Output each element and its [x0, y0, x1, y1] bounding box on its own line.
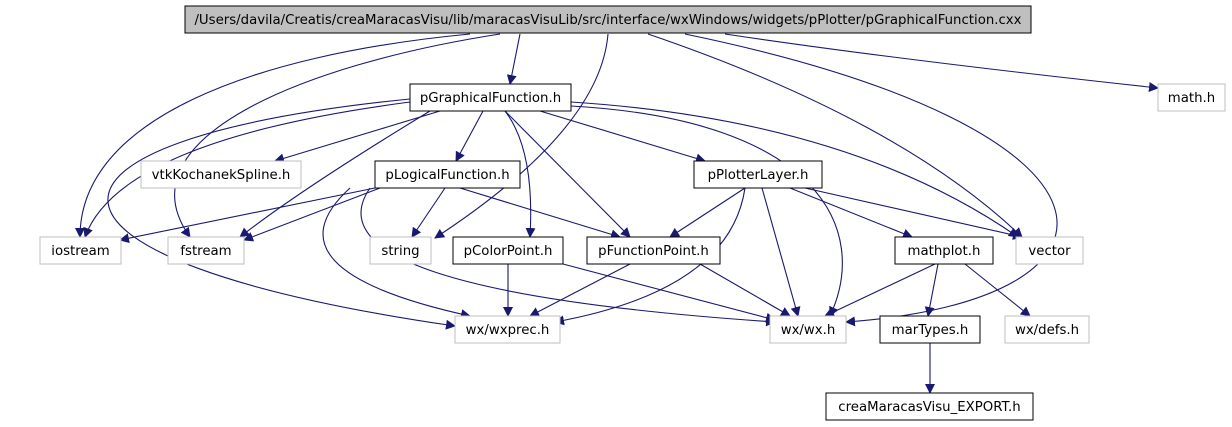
node-ppl[interactable]: pPlotterLayer.h: [693, 160, 823, 189]
node-label: pLogicalFunction.h: [385, 168, 509, 183]
node-box: [825, 392, 1034, 421]
node-box: [693, 160, 823, 189]
node-root[interactable]: /Users/davila/Creatis/creaMaracasVisu/li…: [184, 5, 1032, 34]
node-box: [454, 315, 561, 344]
edge-ppl-to-vector: [804, 187, 1023, 240]
node-box: [879, 315, 981, 344]
node-box: [452, 236, 564, 265]
node-iostream: iostream: [39, 236, 122, 265]
edge-root-to-vector: [647, 33, 1023, 238]
node-box: [167, 236, 245, 265]
edge-root-to-wxwx: [684, 33, 1058, 327]
node-wxdefs: wx/defs.h: [1004, 315, 1090, 344]
node-martypes[interactable]: marTypes.h: [879, 315, 981, 344]
edge-root-to-pgf: [506, 33, 521, 85]
node-label: fstream: [180, 244, 231, 259]
edge-root-to-math: [724, 33, 1159, 92]
node-vtk: vtkKochanekSpline.h: [140, 160, 302, 189]
edge-mathplot-to-wxwx: [824, 263, 936, 317]
edge-root-to-iostream: [75, 33, 471, 238]
edge-ppl-to-wxprec: [554, 187, 746, 326]
edge-pgf-to-ppl: [539, 110, 706, 164]
edge-root-to-fstream: [174, 33, 501, 238]
node-math: math.h: [1157, 83, 1226, 112]
edge-pgf-to-vector: [570, 101, 1019, 238]
edge-pgf-to-fstream: [239, 110, 431, 238]
edge-pgf-to-iostream: [83, 101, 411, 238]
node-label: pGraphicalFunction.h: [420, 91, 561, 106]
node-label: wx/defs.h: [1015, 323, 1079, 338]
edge-pgf-to-pfp: [504, 110, 631, 238]
edge-plf-to-iostream: [119, 187, 376, 244]
node-label: string: [381, 244, 419, 259]
node-label: marTypes.h: [892, 323, 969, 338]
edge-ppl-to-mathplot: [789, 187, 913, 239]
node-string: string: [369, 236, 432, 265]
node-pfp[interactable]: pFunctionPoint.h: [586, 236, 721, 265]
node-label: math.h: [1168, 91, 1215, 106]
edge-plf-to-string: [411, 187, 446, 238]
edge-plf-to-fstream: [243, 187, 381, 242]
edge-plf-to-pfp: [459, 187, 621, 240]
node-label: vtkKochanekSpline.h: [152, 168, 291, 183]
node-box: [894, 236, 994, 265]
node-box: [769, 315, 847, 344]
node-box: [1157, 83, 1226, 112]
node-plf[interactable]: pLogicalFunction.h: [374, 160, 521, 189]
node-label: creaMaracasVisu_EXPORT.h: [838, 400, 1020, 415]
node-fstream: fstream: [167, 236, 245, 265]
node-mathplot[interactable]: mathplot.h: [894, 236, 994, 265]
edge-pcp-to-wxwx: [562, 263, 776, 323]
edge-plf-to-wxwx: [360, 187, 776, 327]
edge-ppl-to-pfp: [669, 187, 746, 238]
edge-pgf-to-wxprec: [107, 98, 456, 330]
node-box: [1015, 236, 1084, 265]
node-pcp[interactable]: pColorPoint.h: [452, 236, 564, 265]
edge-pgf-to-plf: [455, 110, 484, 162]
node-label: wx/wxprec.h: [466, 323, 550, 338]
node-export[interactable]: creaMaracasVisu_EXPORT.h: [825, 392, 1034, 421]
node-box: [586, 236, 721, 265]
edge-pgf-to-pcp: [504, 110, 536, 238]
edge-pfp-to-wxwx: [699, 263, 791, 317]
node-vector: vector: [1015, 236, 1084, 265]
node-label: iostream: [51, 244, 109, 259]
edge-pfp-to-wxprec: [529, 263, 631, 317]
node-box: [1004, 315, 1090, 344]
edge-root-to-string: [434, 33, 609, 239]
node-label: mathplot.h: [908, 244, 981, 259]
edges-layer: [75, 33, 1159, 394]
node-box: [39, 236, 122, 265]
node-box: [140, 160, 302, 189]
node-label: pColorPoint.h: [464, 244, 553, 259]
node-label: pPlotterLayer.h: [708, 168, 809, 183]
node-box: [184, 5, 1032, 34]
edge-mathplot-to-martypes: [924, 263, 939, 317]
node-box: [374, 160, 521, 189]
node-label: /Users/davila/Creatis/creaMaracasVisu/li…: [194, 13, 1021, 28]
node-label: vector: [1028, 244, 1071, 259]
edge-mathplot-to-wxdefs: [964, 263, 1031, 317]
edge-ppl-to-wxwx: [761, 187, 801, 317]
node-wxprec: wx/wxprec.h: [454, 315, 561, 344]
node-label: wx/wx.h: [781, 323, 836, 338]
node-box: [369, 236, 432, 265]
node-label: pFunctionPoint.h: [598, 244, 709, 259]
node-box: [409, 83, 572, 112]
node-pgf[interactable]: pGraphicalFunction.h: [409, 83, 572, 112]
edge-pgf-to-vtk: [274, 110, 441, 164]
nodes-layer: /Users/davila/Creatis/creaMaracasVisu/li…: [39, 5, 1226, 421]
edge-pgf-to-wxwx: [570, 105, 843, 317]
node-wxwx: wx/wx.h: [769, 315, 847, 344]
edge-plf-to-wxprec: [322, 187, 471, 319]
